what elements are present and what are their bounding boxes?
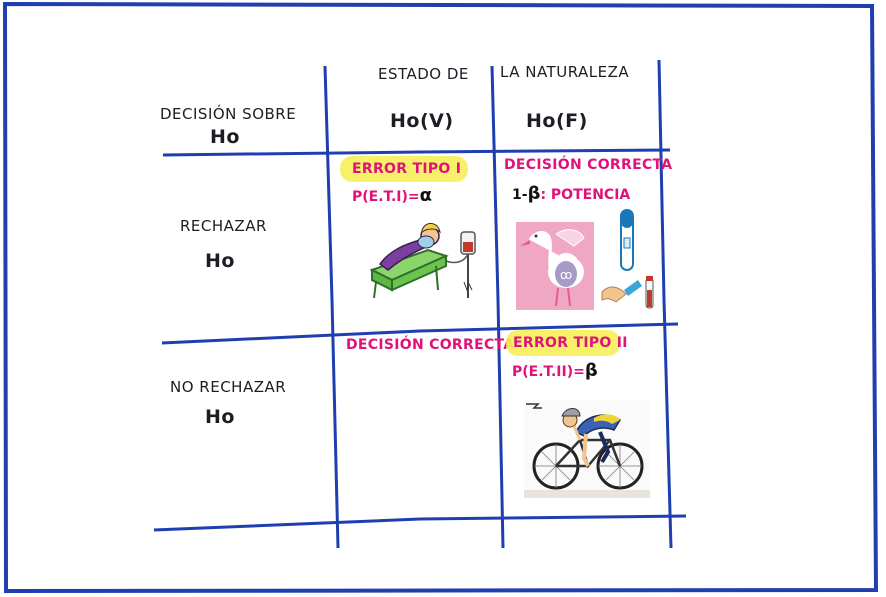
grid-line-horizontal-3 [153,514,687,532]
row-label-not-reject: NO RECHAZAR [170,378,287,396]
grid-line-vertical-3 [657,59,673,549]
cell-correct-decision-title-1: DECISIÓN CORRECTA [504,157,673,173]
row-reject-h0: Ho [205,250,235,272]
type-2-error-formula: P(E.T.II)=β [512,360,598,381]
row-not-reject-h0: Ho [205,406,235,428]
state-of-nature-label-1: ESTADO DE [378,65,469,83]
beta-symbol-power: β [527,183,541,204]
highlight-type-1-error [340,156,468,182]
grid-line-horizontal-1 [162,148,671,157]
grid-line-horizontal-2 [161,322,679,345]
h0-false-header: Ho(F) [526,110,588,132]
power-formula: 1-β: POTENCIA [512,183,630,204]
type-1-error-formula: P(E.T.I)=α [352,185,432,206]
cell-type-2-error-title: ERROR TIPO II [513,335,628,351]
state-of-nature-label-2: LA NATURALEZA [500,63,630,81]
decision-label: DECISIÓN SOBRE [160,105,297,123]
highlight-type-2-error [506,330,620,356]
cyclist-icon [524,400,650,498]
stork-pregnancy-test-icon: ꝏ [516,209,654,310]
cell-correct-decision-title-2: DECISIÓN CORRECTA [346,337,515,353]
type-2-error-formula-prefix: P(E.T.II)= [512,364,585,380]
cell-type-1-error-title: ERROR TIPO I [352,161,462,177]
patient-in-bed-icon [369,223,476,299]
row-label-reject: RECHAZAR [180,217,267,235]
beta-symbol-type-2: β [584,360,598,381]
grid-line-vertical-1 [323,65,340,549]
h0-true-header: Ho(V) [390,110,454,132]
power-formula-suffix: : POTENCIA [540,187,631,203]
power-formula-prefix: 1- [512,187,528,203]
decision-h0-label: Ho [210,126,240,148]
grid-line-vertical-2 [490,65,505,549]
type-1-error-formula-prefix: P(E.T.I)= [352,189,420,205]
svg-text:ꝏ: ꝏ [560,268,572,282]
alpha-symbol: α [419,185,432,206]
